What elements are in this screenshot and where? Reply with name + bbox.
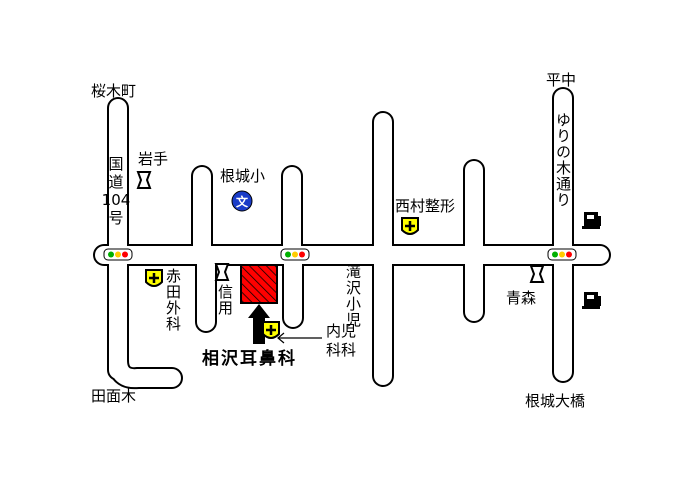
pointer-arrow xyxy=(277,332,322,344)
label-shinyo: 信用 xyxy=(216,284,234,316)
gas-station-icon xyxy=(582,212,601,229)
label-nejo-ohashi: 根城大橋 xyxy=(525,392,586,410)
traffic-light-icon xyxy=(280,248,310,261)
label-aizawa-jibika: 相沢耳鼻科 xyxy=(202,349,297,369)
label-yurinoki-dori: ゆりの木通り xyxy=(554,112,572,208)
gas-station-icon xyxy=(582,292,601,309)
label-kokudo-104-line4: 号 xyxy=(108,209,124,227)
traffic-light-icon xyxy=(103,248,133,261)
bank-icon xyxy=(214,263,230,281)
label-hiranaka: 平中 xyxy=(546,71,577,89)
road-fills xyxy=(95,89,609,388)
aizawa-clinic-building xyxy=(240,264,278,304)
bank-icon xyxy=(529,265,545,283)
hospital-cross-icon xyxy=(401,217,419,235)
label-iwate: 岩手 xyxy=(138,150,169,168)
label-takizawa-shoni: 滝沢小児 xyxy=(344,264,362,328)
label-tamenki: 田面木 xyxy=(91,387,137,405)
label-kokudo-104-line3: 104 xyxy=(101,191,131,209)
school-icon: 文 xyxy=(231,190,253,212)
label-aomori: 青森 xyxy=(506,289,537,307)
school-symbol-text: 文 xyxy=(236,194,249,209)
label-nishimura-seikei: 西村整形 xyxy=(395,197,456,215)
label-naika-line1: 内児 xyxy=(326,322,357,340)
hospital-cross-icon xyxy=(262,321,280,339)
label-nejo-elementary: 根城小 xyxy=(220,167,266,185)
label-akata-geka: 赤田外科 xyxy=(164,268,182,332)
label-kokudo-104-line2: 道 xyxy=(108,173,124,191)
hospital-cross-icon xyxy=(145,269,163,287)
label-sakuragicho: 桜木町 xyxy=(91,82,137,100)
label-kokudo-104-line1: 国 xyxy=(108,155,124,173)
traffic-light-icon xyxy=(547,248,577,261)
bank-icon xyxy=(136,171,152,189)
label-naika-line2: 科科 xyxy=(326,341,357,359)
